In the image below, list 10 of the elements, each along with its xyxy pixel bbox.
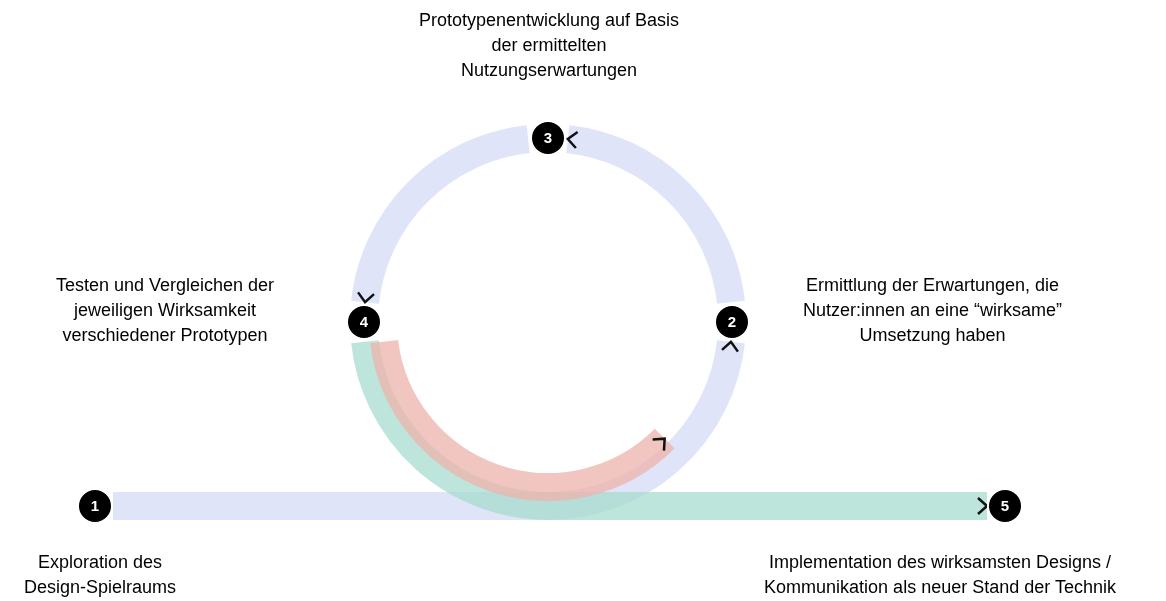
step-description: Implementation des wirksamsten Designs / Kommunikation als neuer Stand der Technik (763, 551, 1117, 599)
step-description: Exploration des Design-Spielraums (22, 551, 178, 599)
step-description: Prototypenentwicklung auf Basis der ermittelten Nutzungserwartungen (417, 9, 681, 82)
flow-band-arrow (351, 125, 531, 305)
step-description: Testen und Vergleichen der jeweiligen Wirksamkeit verschiedener Prototypen (54, 274, 276, 347)
flow-band-arrow (565, 125, 745, 305)
step-description: Ermittlung der Erwartungen, die Nutzer:innen an eine “wirksame” Umsetzung haben (801, 274, 1064, 347)
flow-band-arrow (113, 339, 745, 520)
flow-band-arrow (351, 339, 989, 520)
flow-band-arrow (370, 339, 674, 501)
